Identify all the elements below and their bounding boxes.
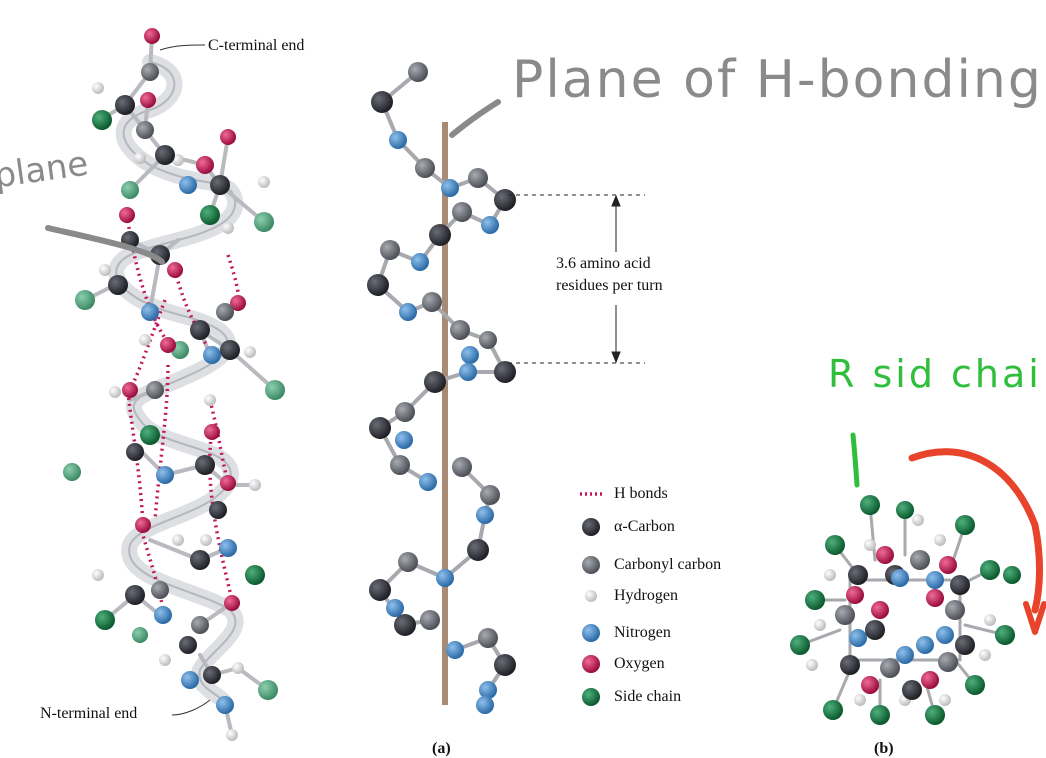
legend-label: α-Carbon bbox=[614, 518, 675, 536]
legend-item-h-bonds: H bonds bbox=[580, 482, 668, 506]
residues-per-turn-line1: 3.6 amino acid bbox=[556, 255, 651, 273]
legend-label: Oxygen bbox=[614, 655, 665, 673]
panel-a-label: (a) bbox=[432, 740, 451, 758]
legend-label: Hydrogen bbox=[614, 587, 678, 605]
handwritten-plane-of-h-bonding: Plane of H-bonding bbox=[512, 50, 1043, 110]
legend-item-hydrogen: Hydrogen bbox=[580, 584, 678, 608]
legend-item-side-chain: Side chain bbox=[580, 685, 681, 709]
nitrogen-ball-icon bbox=[580, 622, 602, 644]
carbonyl-carbon-ball-icon bbox=[580, 554, 602, 576]
side-chain-pointer-stroke bbox=[853, 435, 857, 485]
legend-item-alpha-carbon: α-Carbon bbox=[580, 515, 675, 539]
legend-item-carbonyl-carbon: Carbonyl carbon bbox=[580, 553, 721, 577]
residues-per-turn-line2: residues per turn bbox=[556, 277, 663, 295]
legend-label: Side chain bbox=[614, 688, 681, 706]
legend-label: Nitrogen bbox=[614, 624, 671, 642]
helix-end-view-model bbox=[790, 495, 1021, 725]
middle-helix-model bbox=[367, 62, 645, 714]
handwritten-r-side-chain: R sid chai bbox=[828, 352, 1042, 396]
n-terminal-leader bbox=[172, 700, 210, 715]
middle-helix-atoms bbox=[367, 62, 516, 714]
legend-item-nitrogen: Nitrogen bbox=[580, 621, 671, 645]
dotted-line-icon bbox=[580, 483, 602, 505]
legend-label: Carbonyl carbon bbox=[614, 556, 721, 574]
oxygen-ball-icon bbox=[580, 653, 602, 675]
legend-label: H bonds bbox=[614, 485, 668, 503]
left-helix-model bbox=[63, 28, 285, 741]
c-terminal-label: C-terminal end bbox=[208, 37, 304, 55]
n-terminal-label: N-terminal end bbox=[40, 705, 137, 723]
side-chain-ball-icon bbox=[580, 686, 602, 708]
legend-item-oxygen: Oxygen bbox=[580, 652, 665, 676]
hydrogen-ball-icon bbox=[580, 585, 602, 607]
panel-b-label: (b) bbox=[874, 740, 894, 758]
h-bonding-pointer-stroke bbox=[452, 102, 498, 135]
c-terminal-leader bbox=[160, 45, 205, 50]
alpha-carbon-ball-icon bbox=[580, 516, 602, 538]
